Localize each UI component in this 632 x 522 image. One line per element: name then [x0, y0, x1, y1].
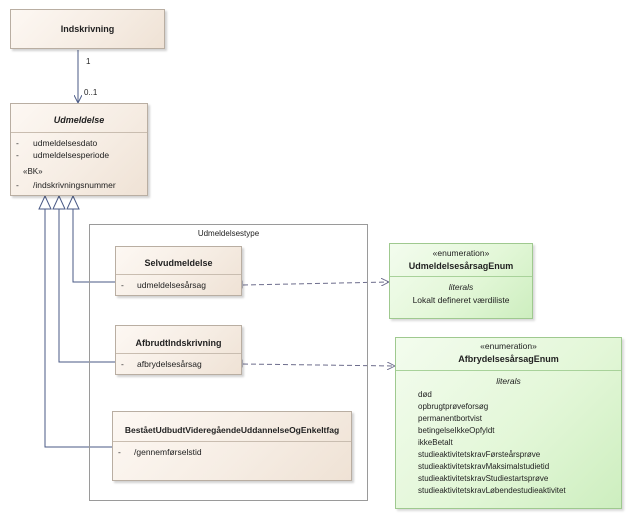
enum-stereotype: «enumeration» — [480, 341, 537, 351]
class-name: BeståetUdbudtVideregåendeUddannelseOgEnk… — [124, 425, 340, 435]
enum-name: UdmeldelsesårsagEnum — [408, 261, 514, 271]
literals-label: literals — [448, 282, 474, 292]
class-name: Udmeldelse — [53, 115, 105, 125]
enum-literal: studieaktivitetskravLøbendestudieaktivit… — [418, 486, 566, 495]
enum-literal: død — [418, 390, 432, 399]
package-frame-udmeldelsestype: Udmeldelsestype — [89, 224, 368, 501]
divider — [11, 132, 147, 133]
class-indskrivning[interactable]: Indskrivning — [10, 9, 165, 49]
class-name: AfbrudtIndskrivning — [135, 338, 222, 348]
attribute: udmeldelsesperiode — [33, 150, 110, 160]
frame-label: Udmeldelsestype — [197, 229, 260, 238]
attribute-visibility: - — [121, 359, 124, 369]
class-name: Indskrivning — [60, 24, 115, 34]
divider — [116, 274, 241, 275]
multiplicity-target: 0..1 — [84, 88, 98, 97]
generalization-afbrudt — [58, 209, 115, 363]
multiplicity-source: 1 — [86, 57, 91, 66]
attribute: /gennemførselstid — [134, 447, 202, 457]
attribute: udmeldelsesdato — [33, 138, 98, 148]
attribute-visibility: - — [16, 150, 19, 160]
class-bestaaet[interactable]: BeståetUdbudtVideregåendeUddannelseOgEnk… — [112, 411, 352, 481]
enum-stereotype: «enumeration» — [432, 248, 490, 258]
enum-name: AfbrydelsesårsagEnum — [458, 354, 559, 364]
attribute-visibility: - — [121, 280, 124, 290]
attribute: afbrydelsesårsag — [137, 359, 202, 369]
attribute: /indskrivningsnummer — [33, 180, 116, 190]
class-selvudmeldelse[interactable]: Selvudmeldelse - udmeldelsesårsag — [115, 246, 242, 296]
class-udmeldelse[interactable]: Udmeldelse - udmeldelsesdato - udmeldels… — [10, 103, 148, 196]
attribute-visibility: - — [16, 180, 19, 190]
attribute-visibility: - — [118, 447, 121, 457]
enum-literal: studieaktivitetskravStudiestartsprøve — [418, 474, 549, 483]
divider — [116, 353, 241, 354]
dependency-udmeldelsesaarsag — [242, 282, 389, 285]
enum-literal: opbrugtprøveforsøg — [418, 402, 489, 411]
generalization-triangle — [38, 194, 52, 210]
generalization-triangle — [66, 194, 80, 210]
enum-afbrydelsesaarsag[interactable]: «enumeration» AfbrydelsesårsagEnum liter… — [395, 337, 622, 509]
enum-literal: permanentbortvist — [418, 414, 483, 423]
enum-literal: studieaktivitetskravFørsteårsprøve — [418, 450, 541, 459]
enum-udmeldelsesaarsag[interactable]: «enumeration» UdmeldelsesårsagEnum liter… — [389, 243, 533, 319]
enum-literal: Lokalt defineret værdiliste — [412, 295, 510, 305]
divider — [396, 370, 621, 371]
attribute: udmeldelsesårsag — [137, 280, 206, 290]
dependency-afbrydelsesaarsag — [242, 364, 395, 366]
divider — [113, 441, 351, 442]
divider — [390, 276, 532, 277]
literals-label: literals — [496, 376, 521, 386]
attribute-visibility: - — [16, 138, 19, 148]
enum-literal: ikkeBetalt — [418, 438, 453, 447]
class-afbrudtindskrivning[interactable]: AfbrudtIndskrivning - afbrydelsesårsag — [115, 325, 242, 375]
class-name: Selvudmeldelse — [144, 258, 213, 268]
enum-literal: studieaktivitetskravMaksimalstudietid — [418, 462, 550, 471]
enum-literal: betingelseIkkeOpfyldt — [418, 426, 495, 435]
generalization-triangle — [52, 194, 66, 210]
generalization-selvudmeldelse — [72, 209, 115, 283]
bk-stereotype: «BK» — [23, 167, 43, 176]
